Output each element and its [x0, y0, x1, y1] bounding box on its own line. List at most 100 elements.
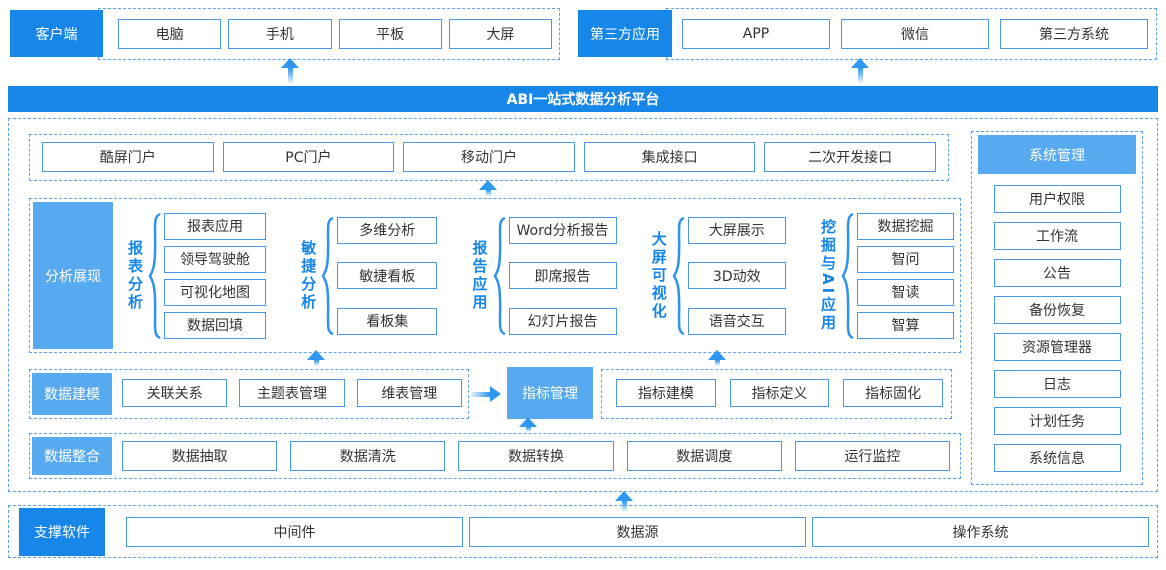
support-item-box: 中间件 — [126, 517, 463, 547]
client-section: 客户端 电脑手机平板大屏 — [10, 8, 560, 60]
group-name-report: 报表分析 — [126, 239, 144, 312]
platform-banner: ABI一站式数据分析平台 — [8, 86, 1158, 112]
indicator-item-box: 指标建模 — [616, 379, 716, 407]
modeling-item-box: 关联关系 — [122, 379, 228, 407]
portal-items: 酷屏门户 PC门户移动门户集成接口二次开发接口 — [42, 142, 936, 172]
support-label: 支撑软件 — [19, 508, 105, 556]
system-management-sidebar: 系统管理 用户权限工作流公告备份恢复资源管理器日志计划任务系统信息 — [971, 131, 1143, 485]
analysis-item-box: 多维分析 — [337, 216, 438, 244]
analysis-item-box: 智算 — [857, 311, 954, 339]
system-item-box: 系统信息 — [993, 444, 1121, 472]
group-items-report: 报表应用领导驾驶舱可视化地图数据回填 — [164, 212, 266, 339]
portals-box: 酷屏门户 PC门户移动门户集成接口二次开发接口 — [29, 134, 949, 181]
arrow-up-to-indicator — [519, 417, 537, 432]
system-item-box: 备份恢复 — [993, 296, 1121, 324]
system-item-box: 工作流 — [993, 222, 1121, 250]
modeling-items: 关联关系主题表管理维表管理 — [122, 379, 462, 407]
system-item-box: 用户权限 — [993, 185, 1121, 213]
support-item-box: 数据源 — [469, 517, 806, 547]
integration-item-box: 数据清洗 — [290, 441, 446, 471]
modeling-item-box: 维表管理 — [356, 379, 462, 407]
analysis-item-box: 语音交互 — [687, 307, 786, 335]
arrow-up-to-platform — [615, 491, 633, 512]
indicator-item-box: 指标定义 — [729, 379, 830, 407]
system-item-box: 资源管理器 — [993, 333, 1121, 361]
arrow-up-to-portals — [479, 180, 497, 196]
arrow-up-to-client — [281, 58, 299, 84]
arrow-right-to-indicator — [471, 386, 501, 402]
client-items: 电脑手机平板大屏 — [118, 19, 552, 49]
analysis-group-agile: 敏捷分析 多维分析敏捷看板看板集 — [298, 216, 438, 336]
integration-item-box: 运行监控 — [794, 441, 951, 471]
support-section: 支撑软件 中间件数据源操作系统 — [8, 505, 1158, 558]
analysis-item-box: 智问 — [857, 245, 954, 273]
group-items-agile: 多维分析敏捷看板看板集 — [337, 216, 438, 335]
third-party-app-box: 微信 — [841, 19, 989, 49]
system-item-box: 计划任务 — [993, 407, 1121, 435]
group-items-reporting: Word分析报告即席报告幻灯片报告 — [508, 216, 617, 335]
group-items-bigscreen: 大屏展示 3D动效语音交互 — [687, 216, 786, 335]
analysis-item-box: 大屏展示 — [687, 216, 786, 244]
support-items: 中间件数据源操作系统 — [126, 517, 1149, 547]
brace-icon — [493, 216, 506, 336]
analysis-item-box: 数据挖掘 — [857, 212, 954, 240]
analysis-section: 分析展现 报表分析 报表应用领导驾驶舱可视化地图数据回填 敏捷分析 多维分析敏捷… — [29, 198, 961, 353]
analysis-item-box: 智读 — [857, 278, 954, 306]
modeling-box: 数据建模 关联关系主题表管理维表管理 — [29, 369, 469, 419]
analysis-item-box: 即席报告 — [508, 262, 617, 289]
group-name-bigscreen: 大屏可视化 — [649, 230, 668, 321]
group-name-reporting: 报告应用 — [470, 239, 489, 312]
analysis-item-box: 敏捷看板 — [337, 262, 438, 289]
third-party-label: 第三方应用 — [578, 10, 672, 57]
analysis-group-report: 报表分析 报表应用领导驾驶舱可视化地图数据回填 — [125, 212, 266, 340]
analysis-group-mining-ai: 挖掘与AI应用 数据挖掘智问智读智算 — [818, 212, 954, 340]
third-party-items: APP 微信第三方系统 — [682, 19, 1148, 49]
indicator-item-box: 指标固化 — [843, 379, 944, 407]
client-label: 客户端 — [10, 10, 103, 57]
analysis-item-box: 幻灯片报告 — [508, 307, 617, 335]
group-name-agile: 敏捷分析 — [299, 239, 318, 312]
third-party-app-box: APP — [682, 19, 830, 49]
integration-label: 数据整合 — [32, 437, 112, 475]
analysis-item-box: 领导驾驶舱 — [164, 245, 266, 273]
analysis-item-box: 3D动效 — [687, 262, 786, 289]
third-party-app-box: 第三方系统 — [1000, 19, 1148, 49]
brace-icon — [841, 212, 854, 340]
analysis-item-box: 看板集 — [337, 307, 438, 335]
portal-box: 集成接口 — [583, 142, 756, 172]
third-party-section: 第三方应用 APP 微信第三方系统 — [578, 8, 1157, 60]
indicator-box: 指标建模指标定义指标固化 — [601, 369, 952, 419]
support-item-box: 操作系统 — [812, 517, 1149, 547]
analysis-group-bigscreen: 大屏可视化 大屏展示 3D动效语音交互 — [649, 216, 786, 336]
client-device-box: 电脑 — [118, 19, 222, 49]
platform-container: 酷屏门户 PC门户移动门户集成接口二次开发接口 分析展现 报表分析 报表应用领导驾… — [8, 118, 1158, 492]
group-name-mining-ai: 挖掘与AI应用 — [819, 218, 837, 333]
integration-box: 数据整合 数据抽取数据清洗数据转换数据调度运行监控 — [29, 433, 961, 479]
indicator-management-box: 指标管理 — [507, 367, 593, 419]
brace-icon — [321, 216, 334, 336]
system-management-items: 用户权限工作流公告备份恢复资源管理器日志计划任务系统信息 — [972, 174, 1142, 472]
brace-icon — [672, 216, 685, 336]
arrow-up-to-analysis-right — [708, 350, 726, 366]
modeling-label: 数据建模 — [32, 373, 112, 415]
system-item-box: 公告 — [993, 259, 1121, 287]
portal-box: 二次开发接口 — [764, 142, 936, 172]
integration-items: 数据抽取数据清洗数据转换数据调度运行监控 — [122, 441, 951, 471]
brace-icon — [148, 212, 161, 340]
integration-item-box: 数据调度 — [626, 441, 782, 471]
client-device-box: 平板 — [338, 19, 442, 49]
indicator-items: 指标建模指标定义指标固化 — [616, 379, 944, 407]
system-management-header: 系统管理 — [978, 135, 1136, 174]
analysis-item-box: Word分析报告 — [508, 216, 617, 244]
portal-box: 移动门户 — [403, 142, 575, 172]
client-device-box: 手机 — [228, 19, 332, 49]
integration-item-box: 数据转换 — [458, 441, 614, 471]
arrow-up-to-analysis-left — [307, 350, 325, 366]
group-items-mining-ai: 数据挖掘智问智读智算 — [857, 212, 954, 339]
system-item-box: 日志 — [993, 370, 1121, 398]
analysis-label: 分析展现 — [33, 202, 113, 349]
portal-box: PC门户 — [222, 142, 395, 172]
portal-box: 酷屏门户 — [42, 142, 214, 172]
analysis-item-box: 数据回填 — [164, 311, 266, 339]
